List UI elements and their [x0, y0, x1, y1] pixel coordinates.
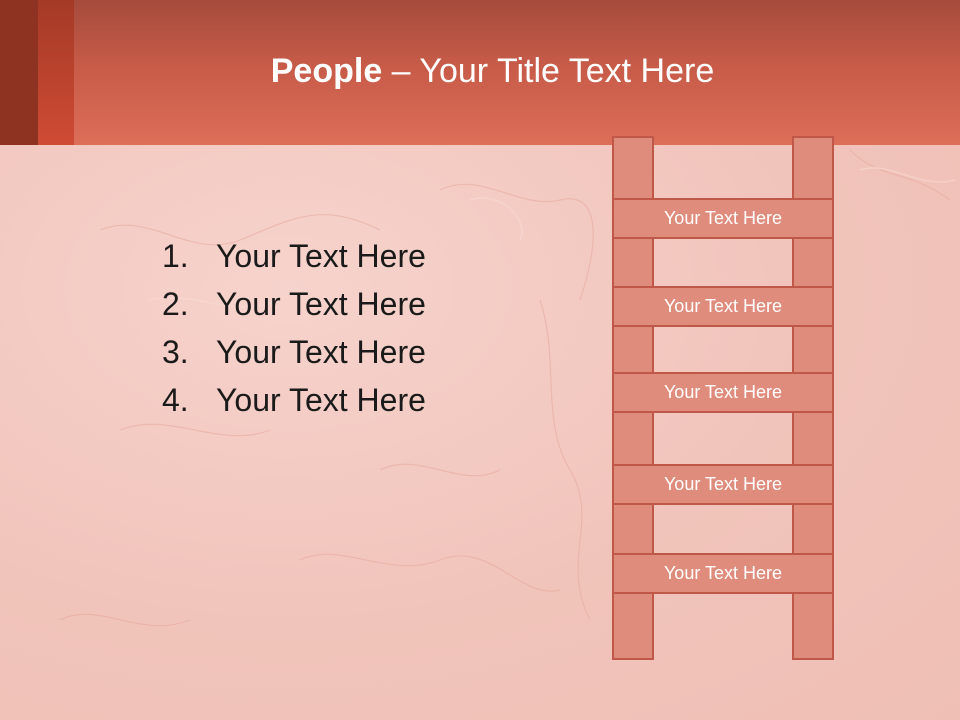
numbered-list[interactable]: 1. Your Text Here 2. Your Text Here 3. Your… — [162, 234, 426, 426]
header-accent-band-red — [38, 0, 74, 145]
list-number: 3. — [162, 334, 189, 370]
ladder-diagram: Your Text Here Your Text Here Your Text … — [612, 136, 834, 660]
list-number: 2. — [162, 286, 189, 322]
list-item: 2. Your Text Here — [162, 282, 426, 330]
title-rest: – Your Title Text Here — [382, 52, 715, 90]
ladder-rung-2[interactable]: Your Text Here — [612, 286, 834, 327]
title-bar — [0, 0, 960, 145]
list-text: Your Text Here — [216, 286, 426, 322]
header-accent-band-dark — [0, 0, 38, 145]
list-text: Your Text Here — [216, 238, 426, 274]
list-text: Your Text Here — [216, 382, 426, 418]
title-bold: People — [270, 52, 383, 90]
list-item: 1. Your Text Here — [162, 234, 426, 282]
list-item: 3. Your Text Here — [162, 330, 426, 378]
slide-title[interactable]: People – Your Title Text Here — [0, 52, 960, 91]
ladder-rung-5[interactable]: Your Text Here — [612, 553, 834, 594]
list-text: Your Text Here — [216, 334, 426, 370]
list-number: 4. — [162, 382, 189, 418]
ladder-rung-1[interactable]: Your Text Here — [612, 198, 834, 239]
ladder-rung-3[interactable]: Your Text Here — [612, 372, 834, 413]
ladder-rung-4[interactable]: Your Text Here — [612, 464, 834, 505]
list-number: 1. — [162, 238, 189, 274]
list-item: 4. Your Text Here — [162, 378, 426, 426]
